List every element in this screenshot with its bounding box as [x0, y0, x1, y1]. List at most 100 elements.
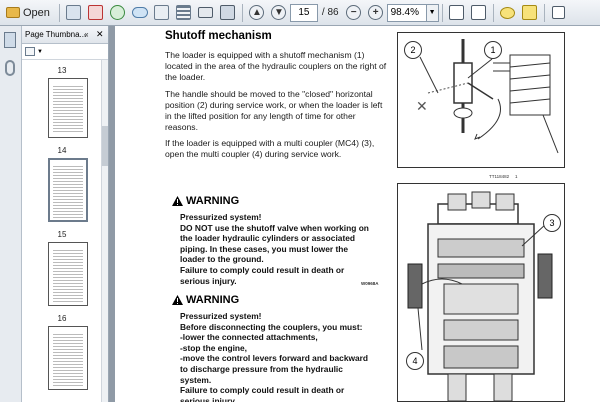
chevron-down-icon: ▼ [428, 9, 436, 16]
separator [441, 3, 443, 22]
document-view: Shutoff mechanism The loader is equipped… [115, 26, 600, 402]
page-remove-icon [88, 5, 104, 20]
thumbnail-label: 14 [57, 146, 67, 155]
panel-tools: ▼ [22, 44, 108, 60]
bookmarks-icon[interactable] [4, 32, 16, 48]
section-heading: Shutoff mechanism [165, 30, 272, 42]
warning-line: Pressurized system! [180, 311, 262, 321]
chevron-down-icon[interactable]: ▼ [37, 48, 43, 55]
plus-icon: + [368, 5, 384, 20]
warning-title: WARNING [186, 294, 240, 306]
save-button[interactable] [218, 3, 238, 23]
fit-page-icon [449, 5, 465, 20]
paragraph: The loader is equipped with a shutoff me… [165, 50, 387, 82]
warning-line: DO NOT use the shutoff valve when workin… [180, 222, 369, 265]
zoom-in-button[interactable]: + [366, 3, 386, 23]
folder-icon [6, 7, 20, 18]
figure-caption: TT118482 [489, 174, 510, 179]
list-button[interactable] [174, 3, 194, 23]
thumbnail-page[interactable] [48, 242, 88, 306]
separator [58, 3, 60, 22]
warning-title: WARNING [186, 195, 240, 207]
list-icon [176, 5, 192, 20]
warning-line: -stop the engine, [180, 342, 247, 353]
collapse-panel-button[interactable]: « [84, 30, 89, 39]
warning-line: Failure to comply could result in death … [180, 264, 345, 286]
printer-icon [198, 7, 214, 18]
figure-number: 1 [515, 174, 518, 179]
edit-button[interactable] [64, 3, 84, 23]
zoom-out-button[interactable]: − [344, 3, 364, 23]
paragraph: If the loader is equipped with a multi c… [165, 138, 375, 159]
cloud-icon [131, 7, 148, 18]
warning-triangle-icon [172, 295, 183, 305]
expand-icon [552, 6, 566, 19]
navigation-strip [0, 26, 22, 402]
refresh-button[interactable] [108, 3, 128, 23]
fullscreen-button[interactable] [549, 3, 569, 23]
thumbnail-panel: Page Thumbna... « ✕ ▼ 13 14 15 16 [22, 26, 109, 402]
panel-header: Page Thumbna... « ✕ [22, 26, 108, 44]
zoom-dropdown-button[interactable]: ▼ [426, 3, 439, 22]
next-page-button[interactable]: ▼ [269, 3, 289, 23]
paperclip-icon[interactable] [5, 60, 15, 76]
separator [241, 3, 243, 22]
page-total: / 86 [321, 7, 339, 18]
warning-code: W0968A [361, 281, 379, 286]
callout-3: 3 [543, 214, 561, 232]
minus-icon: − [346, 5, 362, 20]
arrow-up-icon: ▲ [249, 5, 265, 20]
attachment-icon [154, 5, 170, 20]
main-toolbar: Open ▲ ▼ 15 / 86 − + 98.4% ▼ [0, 0, 600, 26]
thumbnail-page-selected[interactable] [48, 158, 88, 222]
open-button[interactable]: Open [3, 3, 55, 23]
thumbnail-label: 15 [57, 230, 67, 239]
highlight-button[interactable] [520, 3, 540, 23]
highlighter-icon [522, 5, 538, 20]
warning-body: Pressurized system! DO NOT use the shuto… [180, 212, 374, 286]
fit-page-button[interactable] [447, 3, 467, 23]
scrollbar-thumb[interactable] [102, 126, 108, 166]
thumbnail-scrollbar[interactable] [101, 60, 108, 402]
warning-line: Pressurized system! [180, 212, 262, 222]
open-label: Open [23, 6, 50, 19]
multi-coupler-illustration [407, 191, 553, 402]
warning-line: Failure to comply could result in death … [180, 385, 345, 402]
pencil-icon [66, 5, 82, 20]
figure-multi-coupler: 3 4 [397, 183, 565, 402]
fit-width-button[interactable] [469, 3, 489, 23]
close-panel-button[interactable]: ✕ [96, 29, 104, 39]
warning-line: Before disconnecting the couplers, you m… [180, 321, 363, 332]
speech-bubble-icon [500, 6, 516, 19]
paragraph: The handle should be moved to the "close… [165, 89, 383, 132]
fit-width-icon [471, 5, 487, 20]
callout-1: 1 [484, 41, 502, 59]
warning-heading: WARNING [172, 294, 239, 306]
print-button[interactable] [196, 3, 216, 23]
thumbnail-label: 13 [57, 66, 67, 75]
zoom-input[interactable]: 98.4% [386, 3, 427, 22]
panel-divider[interactable] [109, 26, 115, 402]
callout-2: 2 [404, 41, 422, 59]
refresh-icon [110, 5, 126, 20]
thumbnail-label: 16 [57, 314, 67, 323]
comment-button[interactable] [498, 3, 518, 23]
thumbnail-page[interactable] [48, 78, 88, 138]
remove-button[interactable] [86, 3, 106, 23]
shutoff-valve-illustration: ✕ [416, 39, 559, 154]
attach-button[interactable] [152, 3, 172, 23]
arrow-down-icon: ▼ [271, 5, 287, 20]
svg-text:✕: ✕ [416, 98, 428, 114]
prev-page-button[interactable]: ▲ [247, 3, 267, 23]
cloud-button[interactable] [130, 3, 150, 23]
figure-shutoff-valve: ✕ 2 1 [397, 32, 565, 168]
thumbnail-list: 13 14 15 16 [22, 60, 102, 402]
warning-line: -lower the connected attachments, [180, 332, 318, 343]
separator [543, 3, 545, 22]
separator [492, 3, 494, 22]
callout-4: 4 [406, 352, 424, 370]
page-number-input[interactable]: 15 [289, 3, 318, 22]
warning-heading: WARNING [172, 195, 239, 207]
options-icon[interactable] [25, 47, 35, 56]
thumbnail-page[interactable] [48, 326, 88, 390]
